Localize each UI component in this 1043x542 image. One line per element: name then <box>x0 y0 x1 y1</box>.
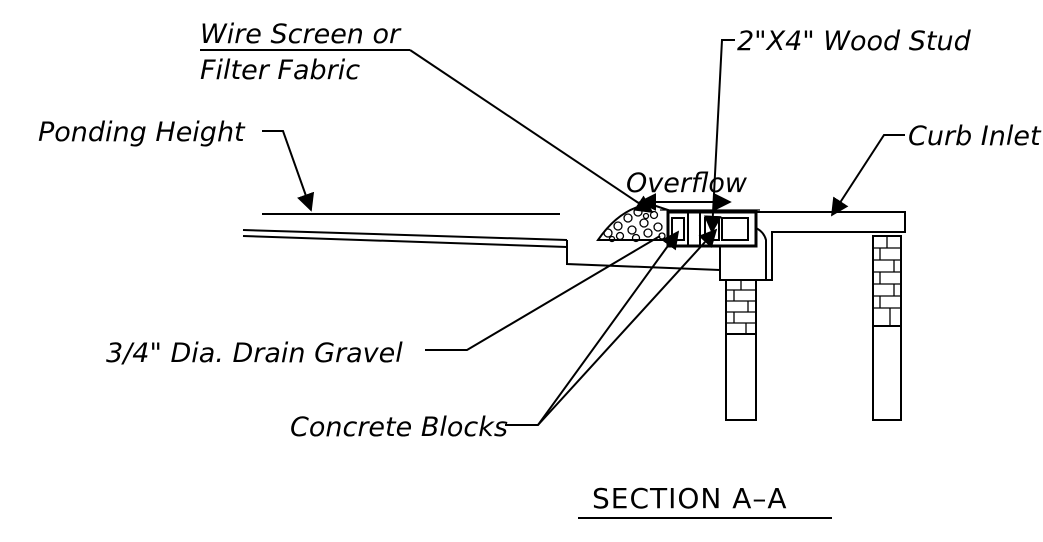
wood-stud-leader <box>703 39 735 234</box>
wire-screen-leader <box>200 49 654 214</box>
overflow-label: Overflow <box>626 168 748 199</box>
concrete-blocks-and-stud <box>660 209 760 248</box>
drain-gravel-leader <box>425 235 661 351</box>
ponding-height-leader <box>262 130 315 212</box>
drain-gravel-pile <box>596 202 669 243</box>
wood-stud-label: 2"X4" Wood Stud <box>737 26 972 57</box>
curb-inlet-label: Curb Inlet <box>908 121 1042 152</box>
concrete-blocks-leader <box>505 228 718 426</box>
wire-screen-label-line1: Wire Screen or <box>200 19 402 50</box>
left-inlet-wall <box>725 279 757 421</box>
concrete-blocks-label: Concrete Blocks <box>290 412 508 443</box>
curb-inlet-leader <box>831 134 905 217</box>
section-title-text: SECTION A–A <box>592 482 788 515</box>
ponding-height-label: Ponding Height <box>38 117 246 148</box>
right-inlet-wall <box>872 235 902 421</box>
ground-slope <box>242 229 721 271</box>
section-title: SECTION A–A <box>578 482 832 519</box>
wire-screen-label-line2: Filter Fabric <box>200 55 360 86</box>
drain-gravel-label: 3/4" Dia. Drain Gravel <box>106 338 403 369</box>
